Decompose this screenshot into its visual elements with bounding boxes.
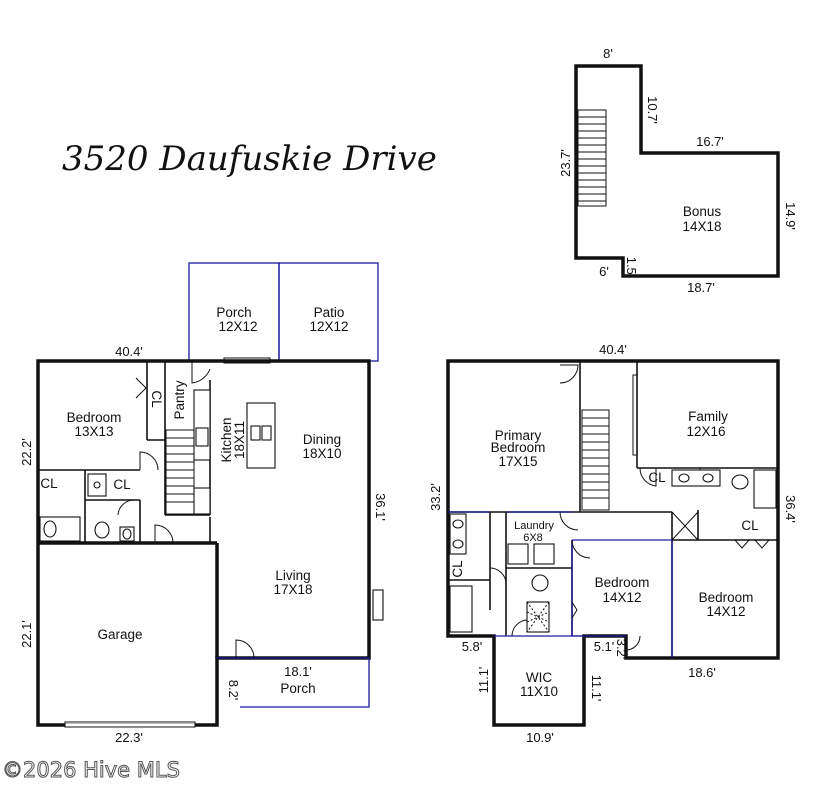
bonus-floor: Bonus 14X18 8' 10.7' 23.7' 16.7' 14.9' 1… — [558, 46, 798, 295]
bedroom-1-label: Bedroom — [67, 410, 122, 425]
bedroom-3-size: 14X12 — [706, 604, 745, 619]
hall-closet-label: CL — [113, 477, 131, 492]
sf-dim-notch-left: 5.8' — [462, 639, 483, 654]
sf-dim-wic-left: 11.1' — [476, 667, 491, 694]
kitchen-size: 18X11 — [232, 421, 247, 459]
patio-label: Patio — [314, 305, 345, 320]
bedroom-2-size: 14X12 — [602, 590, 641, 605]
bath-closet-label: CL — [40, 476, 58, 491]
ff-dim-porch-depth: 8.2' — [226, 680, 241, 701]
bonus-label: Bonus — [683, 204, 722, 219]
first-floor: Porch 12X12 Patio 12X12 Porch — [19, 262, 388, 745]
primary-size: 17X15 — [498, 454, 537, 469]
watermark: ©2026 Hive MLS — [2, 758, 180, 782]
primary-label-line2: Bedroom — [491, 440, 546, 455]
first-floor-stairs — [165, 429, 195, 515]
family-size: 12X16 — [686, 424, 725, 439]
kitchen-label: Kitchen — [219, 417, 234, 462]
bedroom-2-label: Bedroom — [595, 575, 650, 590]
sf-dim-wic-right: 11.1' — [589, 675, 604, 702]
wic-size: 11X10 — [520, 684, 558, 699]
bedroom-closet-label: CL — [149, 390, 164, 408]
ff-dim-porch-width: 18.1' — [284, 664, 312, 679]
bonus-dim-right: 14.9' — [783, 202, 798, 230]
living-size: 17X18 — [273, 582, 312, 597]
second-floor: Primary Bedroom 17X15 Family 12X16 Laund… — [428, 342, 798, 745]
bonus-dim-top: 8' — [603, 46, 613, 61]
sf-dim-top: 40.4' — [599, 342, 627, 357]
sf-dim-notch-small: 3.2' — [614, 639, 629, 660]
bonus-dim-bottom: 18.7' — [687, 280, 715, 295]
bonus-dim-small-vertical: 1.5' — [624, 257, 639, 278]
rear-porch-label: Porch — [216, 305, 251, 320]
family-label: Family — [688, 409, 728, 424]
laundry-size: 6X8 — [523, 532, 543, 544]
bonus-outline — [574, 64, 780, 278]
primary-closet-label: CL — [450, 560, 465, 578]
sf-dim-right: 36.4' — [783, 495, 798, 523]
ff-dim-left: 22.2' — [19, 438, 34, 466]
ff-dim-bottom: 22.3' — [115, 730, 143, 745]
sf-dim-notch-right: 5.1' — [594, 639, 615, 654]
garage-label: Garage — [97, 627, 142, 642]
rear-porch-size: 12X12 — [218, 319, 257, 334]
family-closet-label: CL — [648, 470, 666, 485]
bonus-dim-mid-top: 16.7' — [696, 134, 724, 149]
wic-label: WIC — [526, 670, 552, 685]
bedroom-1-size: 13X13 — [74, 424, 113, 439]
bonus-dim-small-left: 6' — [599, 264, 609, 279]
sf-dim-bottom-right: 18.6' — [688, 665, 716, 680]
bonus-dim-upper-right: 10.7' — [645, 96, 660, 124]
sf-dim-left: 33.2' — [428, 483, 443, 511]
front-porch-outline — [217, 657, 370, 708]
ff-dim-garage: 22.1' — [19, 620, 34, 648]
pantry-label: Pantry — [172, 380, 187, 419]
bonus-stairs — [577, 109, 607, 207]
bedroom-3-label: Bedroom — [699, 590, 754, 605]
garage-door — [64, 721, 196, 728]
second-floor-stairs — [581, 409, 610, 511]
laundry-label: Laundry — [514, 520, 554, 532]
rear-slider-door — [223, 357, 271, 364]
ff-dim-top: 40.4' — [115, 344, 143, 359]
bonus-dim-left: 23.7' — [558, 149, 573, 177]
dining-size: 18X10 — [302, 446, 341, 461]
patio-size: 12X12 — [309, 319, 348, 334]
living-label: Living — [275, 568, 310, 583]
ff-dim-right: 36.1' — [373, 493, 388, 521]
front-porch-label: Porch — [280, 681, 315, 696]
dining-label: Dining — [303, 432, 341, 447]
sf-dim-wic-width: 10.9' — [526, 730, 554, 745]
bonus-size: 14X18 — [682, 219, 721, 234]
bedroom-closet-label-2: CL — [741, 518, 759, 533]
second-floor-outline — [446, 359, 780, 727]
plan-title: 3520 Daufuskie Drive — [62, 139, 437, 179]
primary-label-line1: Primary — [495, 428, 542, 443]
